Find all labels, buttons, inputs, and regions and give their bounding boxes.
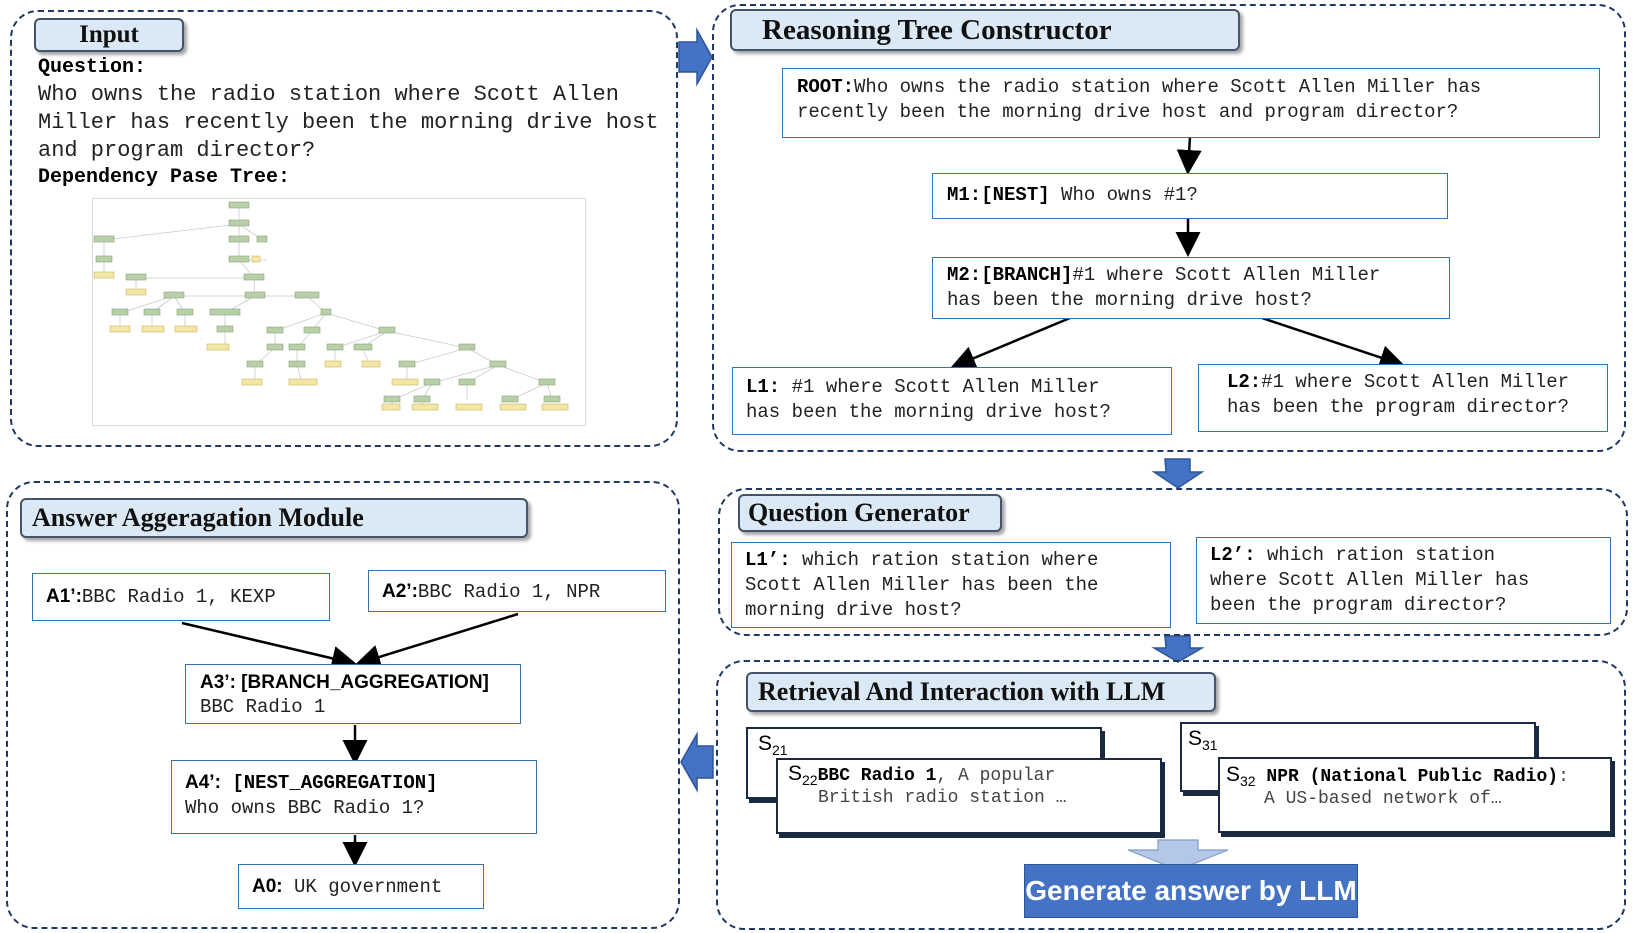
l1-prime-question: L1’: which ration station where Scott Al… xyxy=(731,542,1171,628)
retrieval-panel xyxy=(716,660,1626,930)
flow-arrow-down-2 xyxy=(1151,635,1205,663)
l1-node: L1: #1 where Scott Allen Miller has been… xyxy=(732,367,1172,435)
m2-tag: [BRANCH] xyxy=(981,264,1073,286)
arrow-root-m1 xyxy=(1176,136,1202,175)
s32-head-rest: : xyxy=(1558,767,1569,787)
a1-label: A1’: xyxy=(46,586,82,607)
l1-line-1: #1 where Scott Allen Miller xyxy=(780,376,1100,398)
m2-line-2: has been the morning drive host? xyxy=(947,289,1312,311)
m2-label: M2: xyxy=(947,264,982,286)
l1-line-2: has been the morning drive host? xyxy=(746,401,1111,423)
root-node: ROOT:Who owns the radio station where Sc… xyxy=(782,68,1600,138)
reasoning-tree-title: Reasoning Tree Constructor xyxy=(730,9,1240,51)
flow-arrow-down-llm xyxy=(1127,839,1229,871)
s32-line-2: A US-based network of… xyxy=(1264,789,1502,810)
question-line-3: and program director? xyxy=(38,138,316,163)
l2-line-2: has been the program director? xyxy=(1227,396,1570,418)
a0-label: A0: xyxy=(252,876,283,897)
document-s22: S22BBC Radio 1, A popular British radio … xyxy=(776,758,1162,834)
s32-head: NPR (National Public Radio) xyxy=(1266,767,1559,787)
a1-answer: A1’:BBC Radio 1, KEXP xyxy=(32,573,330,621)
flow-arrow-right xyxy=(678,27,713,87)
dependency-tree-image xyxy=(92,198,586,426)
s22-line-2: British radio station … xyxy=(818,788,1067,809)
l1p-line-1: which ration station where xyxy=(790,549,1099,571)
root-line-2: recently been the morning drive host and… xyxy=(797,101,1459,123)
question-generator-panel xyxy=(718,488,1628,636)
m1-node: M1:[NEST] Who owns #1? xyxy=(932,173,1448,219)
question-line-2: Miller has recently been the morning dri… xyxy=(38,110,659,135)
question-generator-title: Question Generator xyxy=(738,494,1002,532)
a4-answer: A4’: [NEST_AGGREGATION] Who owns BBC Rad… xyxy=(171,760,537,834)
m2-line-1: #1 where Scott Allen Miller xyxy=(1072,264,1381,286)
arrow-m2-l2 xyxy=(1261,316,1405,370)
a1-text: BBC Radio 1, KEXP xyxy=(81,586,276,608)
arrow-a2-a3 xyxy=(355,612,519,670)
m1-text: Who owns #1? xyxy=(1049,184,1198,206)
root-line-1: Who owns the radio station where Scott A… xyxy=(854,76,1482,98)
question-label: Question: xyxy=(38,56,147,79)
l2p-line-1: which ration station xyxy=(1255,544,1496,566)
a4-tag: [NEST_AGGREGATION] xyxy=(232,772,438,794)
root-label: ROOT: xyxy=(797,76,855,98)
input-title: Input xyxy=(34,18,184,52)
l2-line-1: #1 where Scott Allen Miller xyxy=(1261,371,1570,393)
arrow-a1-a3 xyxy=(181,621,357,671)
l2p-line-3: been the program director? xyxy=(1210,594,1507,616)
a2-label: A2’: xyxy=(382,581,418,602)
flow-arrow-down-1 xyxy=(1151,458,1205,489)
m1-tag: [NEST] xyxy=(981,184,1050,206)
l2-node: L2:#1 where Scott Allen Miller has been … xyxy=(1198,364,1608,432)
input-panel xyxy=(10,10,678,447)
s22-head-rest: , A popular xyxy=(936,766,1056,786)
a2-text: BBC Radio 1, NPR xyxy=(417,581,601,603)
aggregation-title: Answer Aggeragation Module xyxy=(20,498,528,538)
arrow-m2-l1 xyxy=(950,316,1071,370)
retrieval-title: Retrieval And Interaction with LLM xyxy=(746,672,1216,712)
document-s32: S32 NPR (National Public Radio): A US-ba… xyxy=(1218,757,1612,833)
a3-answer: A3’: [BRANCH_AGGREGATION] BBC Radio 1 xyxy=(185,664,521,724)
reasoning-tree-panel xyxy=(712,4,1626,452)
l2p-label: L2’: xyxy=(1210,544,1256,566)
l2p-line-2: where Scott Allen Miller has xyxy=(1210,569,1530,591)
dependency-tree-label: Dependency Pase Tree: xyxy=(38,166,291,189)
flow-arrow-left xyxy=(680,731,714,793)
l2-prime-question: L2’: which ration station where Scott Al… xyxy=(1196,537,1611,624)
l1-label: L1: xyxy=(746,376,781,398)
l2-label: L2: xyxy=(1227,371,1262,393)
l1p-line-2: Scott Allen Miller has been the xyxy=(745,574,1099,596)
generate-answer-button[interactable]: Generate answer by LLM xyxy=(1024,864,1358,918)
a3-text: BBC Radio 1 xyxy=(200,696,326,718)
a4-label: A4’: xyxy=(185,772,221,793)
a2-answer: A2’:BBC Radio 1, NPR xyxy=(368,570,666,612)
question-line-1: Who owns the radio station where Scott A… xyxy=(38,82,619,107)
a0-text: UK government xyxy=(294,876,443,898)
m1-label: M1: xyxy=(947,184,982,206)
m2-node: M2:[BRANCH]#1 where Scott Allen Miller h… xyxy=(932,257,1450,319)
a0-answer: A0: UK government xyxy=(238,864,484,909)
a4-text: Who owns BBC Radio 1? xyxy=(185,797,425,819)
s22-head: BBC Radio 1 xyxy=(817,766,937,786)
a3-label: A3’: [BRANCH_AGGREGATION] xyxy=(200,672,489,693)
l1p-line-3: morning drive host? xyxy=(745,599,962,621)
l1p-label: L1’: xyxy=(745,549,791,571)
aggregation-panel xyxy=(6,481,680,929)
